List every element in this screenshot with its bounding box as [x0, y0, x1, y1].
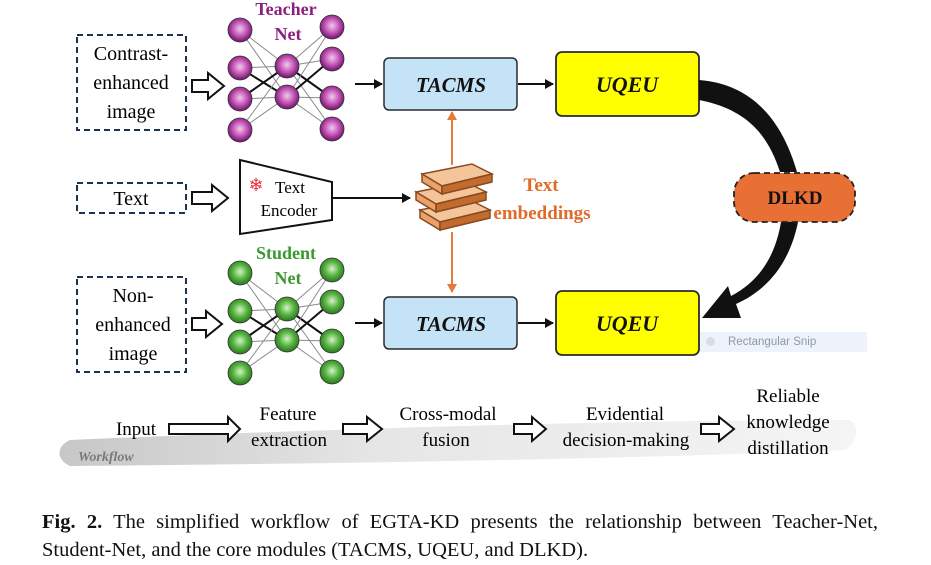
workflow-arrow-4: [700, 414, 736, 444]
workflow-step-distill-3: distillation: [747, 438, 829, 459]
books-icon: [413, 163, 495, 232]
workflow-arrow-1: [168, 414, 242, 444]
student-node: [227, 260, 253, 286]
contrast-label-2: enhanced: [93, 72, 169, 94]
student-node: [227, 329, 253, 355]
non-enhanced-label-3: image: [109, 343, 158, 365]
student-net-label-2: Net: [275, 268, 302, 288]
teacher-connection: [286, 26, 333, 98]
student-connection: [239, 308, 288, 374]
snip-tooltip-label: Rectangular Snip: [728, 336, 817, 348]
workflow-step-distill-1: Reliable: [756, 386, 819, 407]
figure-caption: Fig. 2. The simplified workflow of EGTA-…: [42, 508, 878, 564]
input-contrast-enhanced-image: Contrast- enhanced image: [76, 34, 187, 131]
dlkd-label: DLKD: [768, 188, 823, 209]
uqeu-top-box: UQEU: [555, 51, 700, 117]
student-node: [227, 360, 253, 386]
teacher-network: [227, 14, 345, 143]
uqeu-top-label: UQEU: [596, 72, 659, 97]
input-text: Text: [76, 182, 187, 214]
teacher-net-label-1: Teacher: [255, 0, 316, 19]
workflow-step-decision-2: decision-making: [563, 430, 690, 451]
teacher-node: [319, 14, 345, 40]
curved-arrow-dlkd-to-uqeu: [702, 222, 798, 318]
student-connection: [286, 269, 333, 341]
tacms-bottom-label: TACMS: [416, 312, 486, 336]
contrast-label-3: image: [107, 101, 156, 123]
teacher-connection: [239, 65, 288, 131]
rectangular-snip-tooltip: Rectangular Snip: [700, 332, 867, 352]
teacher-node: [319, 116, 345, 142]
uqeu-bottom-box: UQEU: [555, 290, 700, 356]
workflow-arrow-3: [513, 414, 548, 444]
workflow-band: [59, 420, 857, 466]
student-connection: [239, 272, 288, 341]
workflow-step-decision-1: Evidential: [586, 404, 664, 425]
student-node: [274, 296, 300, 322]
student-network: [227, 257, 345, 386]
student-net-label-1: Student: [256, 243, 316, 263]
tacms-bottom-box: TACMS: [383, 296, 518, 350]
workflow-arrow-2: [342, 414, 384, 444]
workflow-step-input: Input: [116, 419, 157, 440]
text-embeddings-label-1: Text: [523, 175, 559, 196]
caption-label: Fig. 2.: [42, 511, 103, 533]
teacher-node: [274, 53, 300, 79]
non-enhanced-label-2: enhanced: [95, 314, 171, 336]
non-enhanced-label-1: Non-: [112, 285, 153, 307]
workflow-step-feature-1: Feature: [260, 404, 317, 425]
text-encoder: ❄ Text Encoder: [239, 158, 333, 236]
student-node: [319, 257, 345, 283]
snowflake-icon: ❄: [248, 175, 263, 195]
hollow-arrow-text: [191, 182, 230, 214]
input-non-enhanced-image: Non- enhanced image: [76, 276, 187, 373]
contrast-label-1: Contrast-: [94, 43, 168, 65]
workflow-step-fusion-1: Cross-modal: [399, 404, 496, 425]
teacher-net-label-2: Net: [275, 24, 302, 44]
teacher-node: [227, 17, 253, 43]
tacms-top-label: TACMS: [416, 73, 486, 97]
teacher-node: [274, 84, 300, 110]
teacher-node: [319, 85, 345, 111]
teacher-node: [319, 46, 345, 72]
workflow-label: Workflow: [78, 450, 134, 465]
workflow-step-fusion-2: fusion: [422, 430, 470, 451]
teacher-node: [227, 117, 253, 143]
tacms-top-box: TACMS: [383, 57, 518, 111]
text-input-label: Text: [113, 188, 149, 210]
hollow-arrow-contrast: [191, 70, 226, 102]
student-node: [274, 327, 300, 353]
student-node: [319, 289, 345, 315]
teacher-node: [227, 86, 253, 112]
text-encoder-label-2: Encoder: [261, 201, 318, 220]
text-embeddings-label-2: embeddings: [493, 203, 590, 224]
hollow-arrow-non-enhanced: [191, 308, 224, 340]
dlkd-box: DLKD: [733, 172, 856, 223]
student-node: [319, 328, 345, 354]
text-encoder-label-1: Text: [275, 178, 305, 197]
teacher-node: [227, 55, 253, 81]
curved-arrow-uqeu-to-dlkd: [699, 80, 797, 172]
student-node: [227, 298, 253, 324]
student-node: [319, 359, 345, 385]
teacher-connection: [239, 29, 288, 98]
workflow-step-feature-2: extraction: [251, 430, 327, 451]
workflow-step-distill-2: knowledge: [746, 412, 829, 433]
caption-text: The simplified workflow of EGTA-KD prese…: [42, 511, 878, 561]
uqeu-bottom-label: UQEU: [596, 311, 659, 336]
snip-dot-icon: [706, 337, 715, 346]
